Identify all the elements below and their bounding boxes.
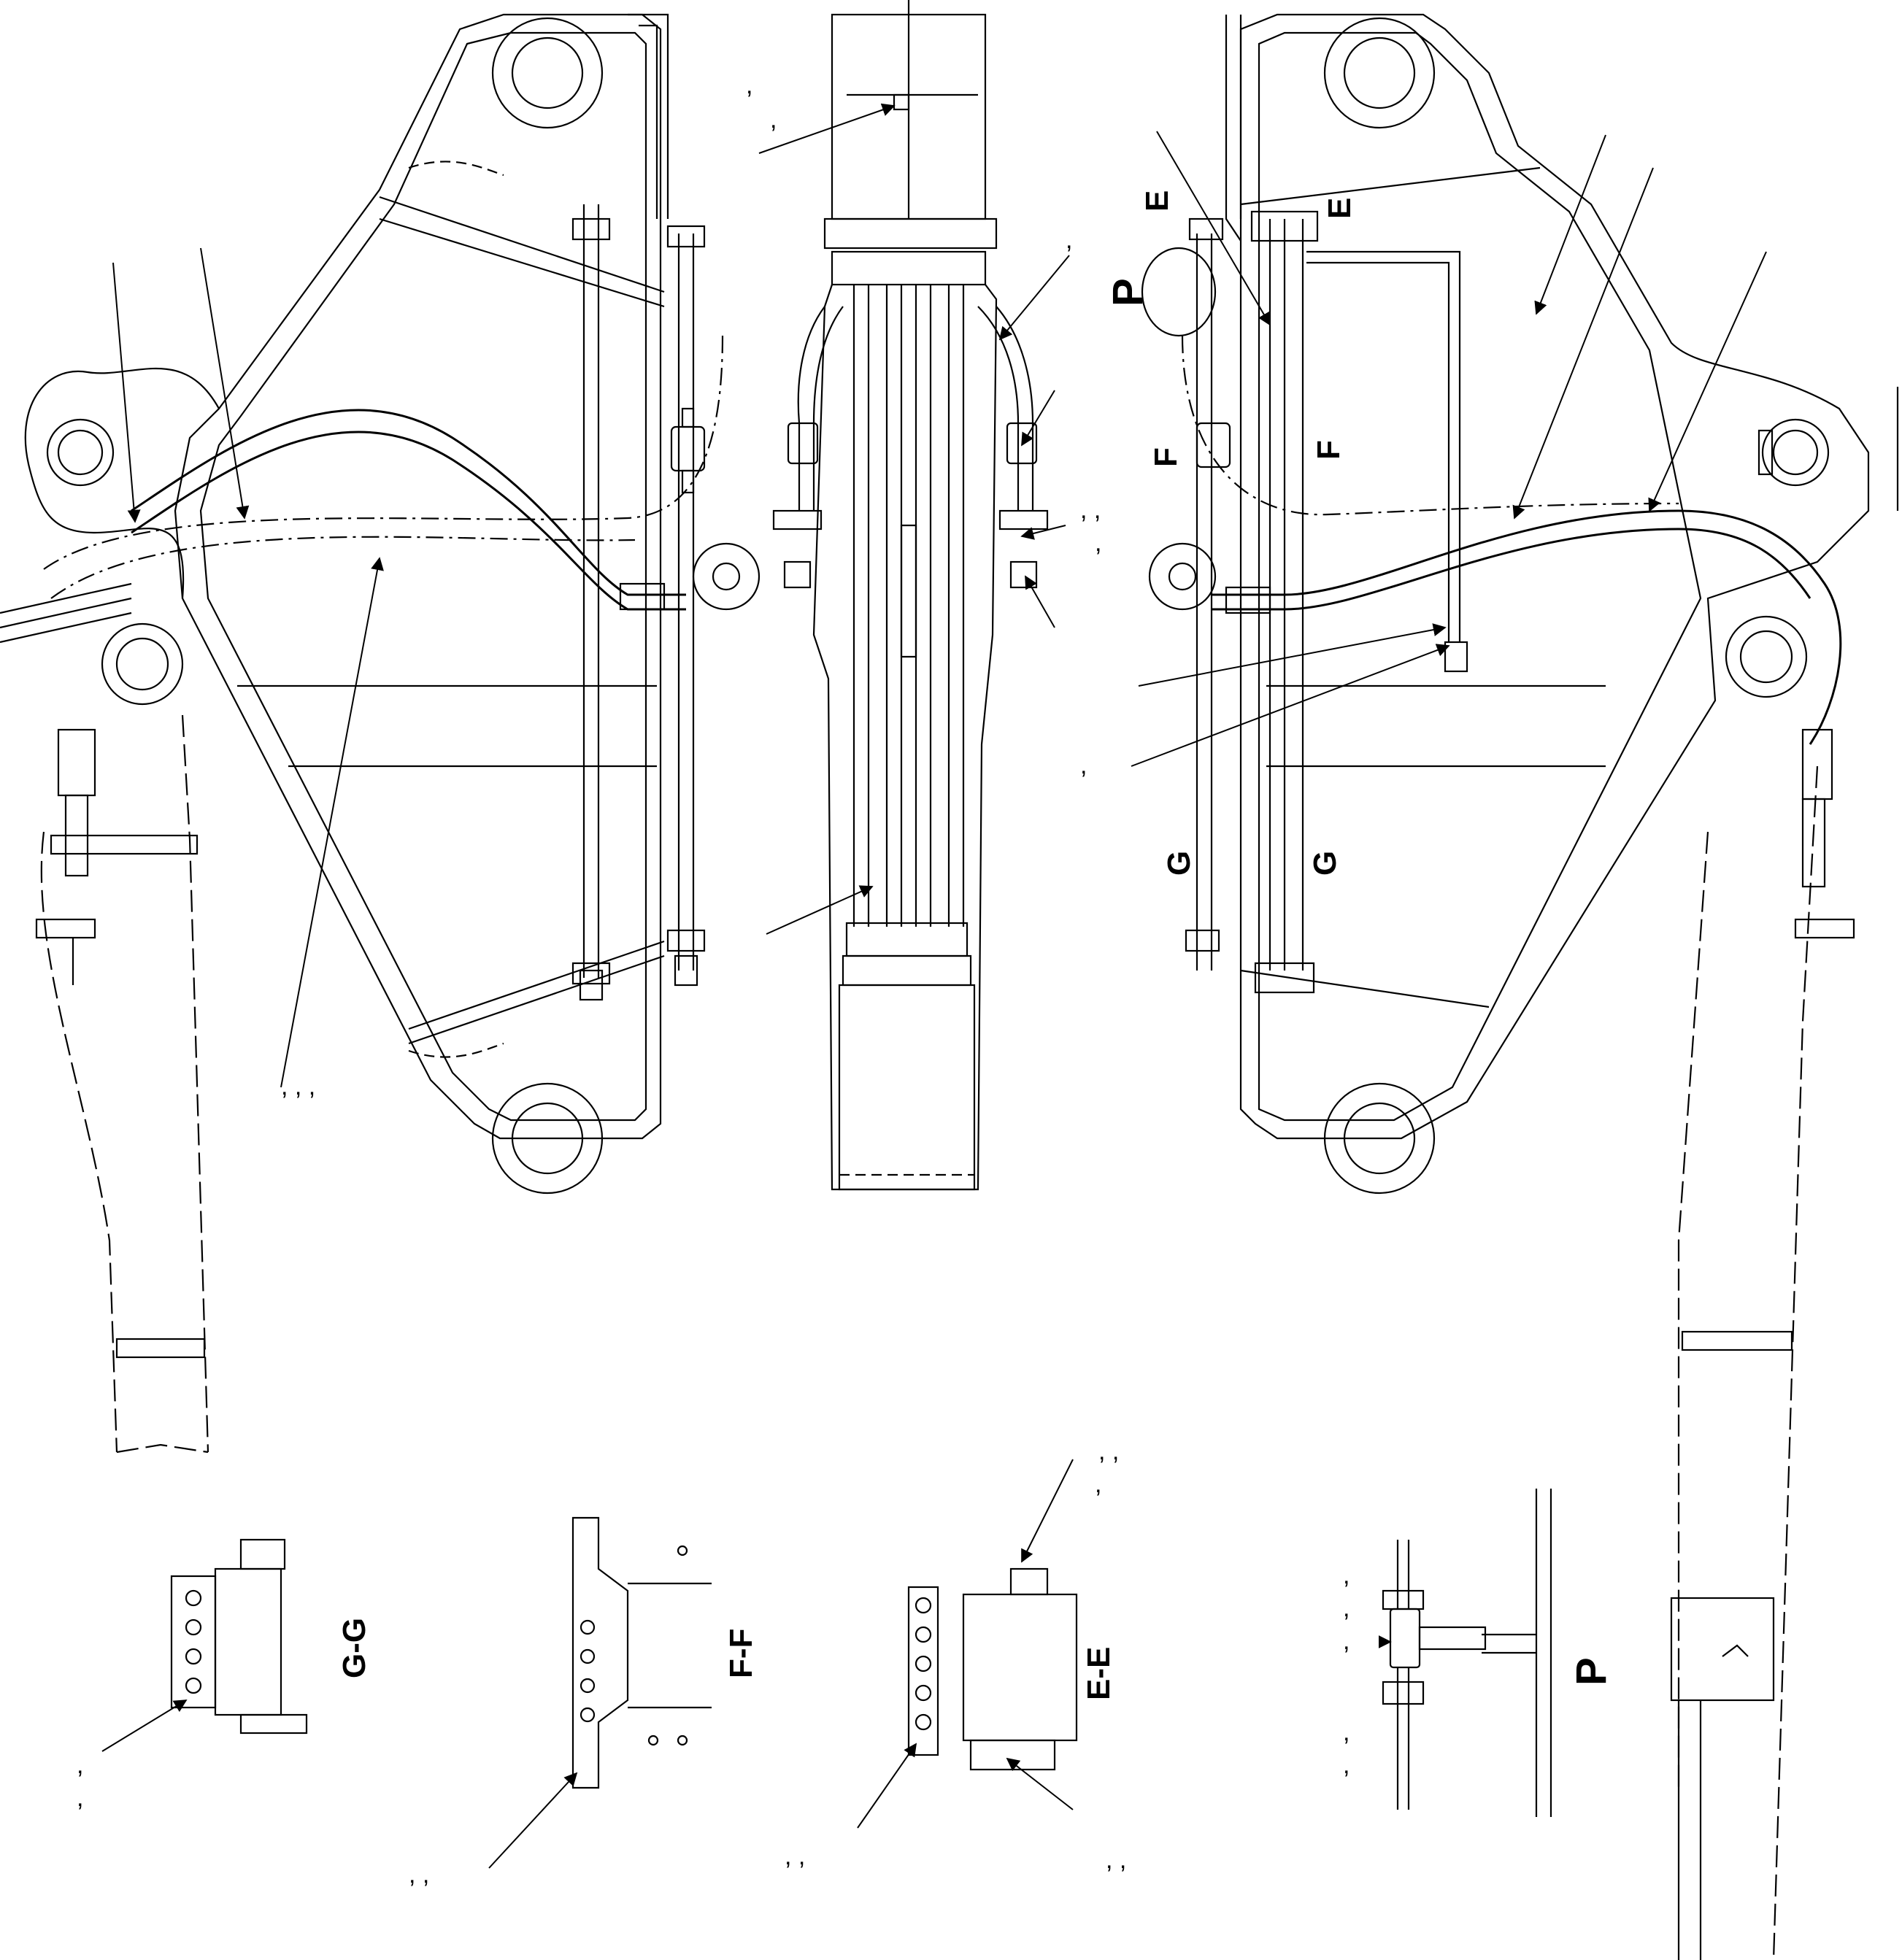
callout: , , <box>1080 496 1101 524</box>
callout: , <box>1343 1594 1350 1622</box>
callout: , <box>1343 1718 1350 1746</box>
leader-lines <box>101 103 1767 1869</box>
marker-f-right: F <box>1311 440 1347 460</box>
section-ff <box>571 1516 712 1789</box>
callout: , , <box>1098 1438 1119 1465</box>
detail-p <box>1382 1489 1552 1817</box>
view-label-gg: G-G <box>336 1618 372 1678</box>
callout: , <box>1095 529 1101 557</box>
marker-e-right: E <box>1322 198 1358 219</box>
view-label-ff: F-F <box>723 1629 759 1678</box>
callout: , , <box>785 1843 805 1870</box>
marker-f-left: F <box>1148 447 1184 467</box>
center-arm-view <box>772 0 1049 1191</box>
callout: , , , <box>281 1073 315 1100</box>
callout: , , <box>409 1861 429 1888</box>
callout: , <box>746 72 752 99</box>
detail-p-ellipse <box>1141 247 1217 337</box>
left-arm-outline <box>174 13 662 1140</box>
section-gg <box>170 1538 308 1735</box>
callout: , <box>770 106 777 134</box>
callout: , , <box>1106 1846 1126 1874</box>
callout: , <box>77 1751 83 1779</box>
marker-g-left: G <box>1161 851 1197 876</box>
right-arm-view <box>1141 13 1899 1960</box>
marker-e-left: E <box>1139 190 1175 212</box>
marker-p: P <box>1104 278 1152 306</box>
marker-g-right: G <box>1307 851 1343 876</box>
section-ee <box>907 1567 1078 1771</box>
callout: , <box>77 1784 83 1812</box>
callout: , <box>1066 226 1072 254</box>
callout: , <box>1343 1627 1350 1655</box>
callout: , <box>1095 1470 1101 1498</box>
callout: , <box>1343 1562 1350 1589</box>
view-label-p: P <box>1568 1657 1615 1686</box>
callout-commas: , , , , , , , , , , , , , , , , , , , , … <box>77 72 1350 1888</box>
section-markers: E E F F G G P G-G F-F E-E P <box>336 190 1615 1700</box>
right-arm-outline <box>1239 13 1870 1140</box>
left-arm-view <box>0 13 761 1454</box>
callout: , <box>1343 1751 1350 1779</box>
view-label-ee: E-E <box>1081 1647 1117 1700</box>
callout: , <box>1080 752 1087 779</box>
